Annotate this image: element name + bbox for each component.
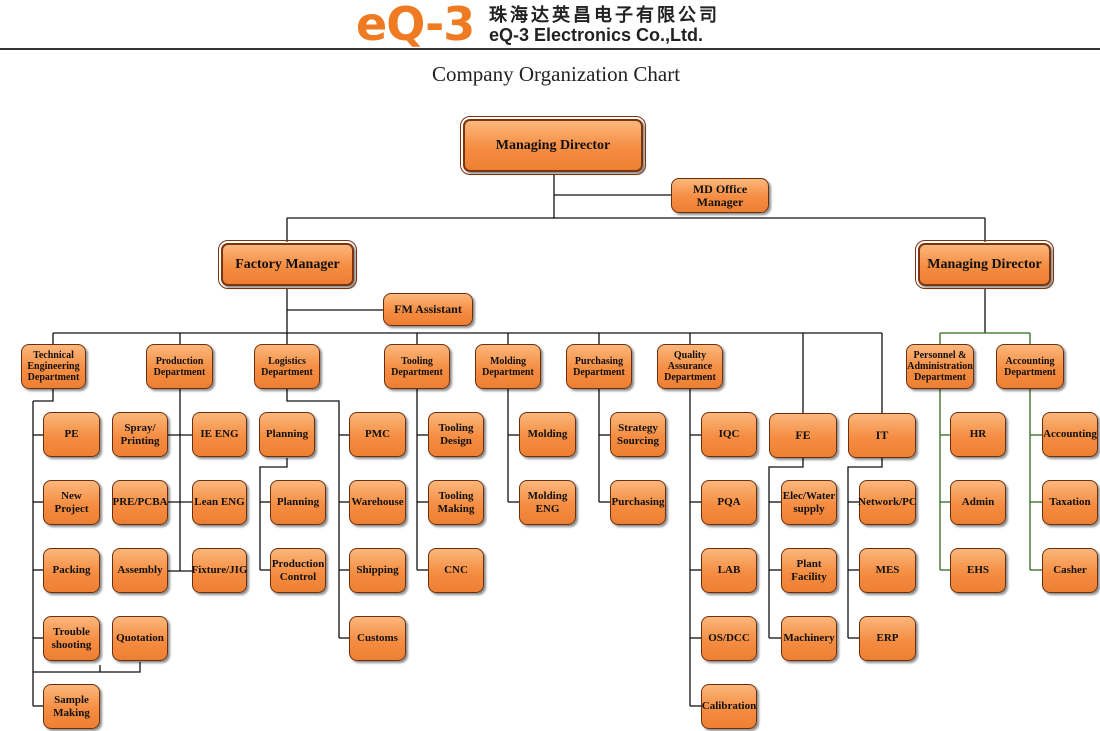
node-pmc: PMC	[349, 412, 406, 457]
node-plant-facility: Plant Facility	[781, 548, 837, 593]
node-pre-pcba: PRE/PCBA	[112, 480, 168, 525]
node-new-project: New Project	[43, 480, 100, 525]
node-molding-department: Molding Department	[475, 344, 541, 389]
node-planning: Planning	[259, 412, 315, 457]
node-pqa: PQA	[701, 480, 757, 525]
node-packing: Packing	[43, 548, 100, 593]
node-molding-eng: Molding ENG	[519, 480, 576, 525]
node-molding: Molding	[519, 412, 576, 457]
node-network-pc: Network/PC	[858, 480, 917, 525]
logo-mark: eQ-3	[356, 0, 475, 51]
node-sample-making: Sample Making	[43, 684, 100, 729]
node-assembly: Assembly	[112, 548, 168, 593]
node-taxation: Taxation	[1042, 480, 1098, 525]
node-lab: LAB	[701, 548, 757, 593]
node-planning-sub: Planning	[270, 480, 326, 525]
node-trouble-shooting: Trouble shooting	[43, 616, 100, 661]
node-lean-eng: Lean ENG	[192, 480, 247, 525]
node-cnc: CNC	[428, 548, 484, 593]
node-logistics-department: Logistics Department	[254, 344, 320, 389]
node-calibration: Calibration	[701, 684, 757, 729]
node-fixture-jig: Fixture/JIG	[192, 548, 248, 593]
node-ehs: EHS	[950, 548, 1006, 593]
node-fe: FE	[769, 413, 837, 458]
header-divider	[0, 48, 1100, 50]
node-managing-director: Managing Director	[460, 116, 646, 175]
node-shipping: Shipping	[349, 548, 406, 593]
node-md-office-manager: MD Office Manager	[671, 178, 769, 213]
node-os-dcc: OS/DCC	[701, 616, 757, 661]
company-logo: eQ-3 珠海达英昌电子有限公司 eQ-3 Electronics Co.,Lt…	[356, 0, 756, 51]
node-it: IT	[848, 413, 916, 458]
node-strategy-sourcing: Strategy Sourcing	[610, 412, 666, 457]
node-production-control: Production Control	[270, 548, 326, 593]
node-spray-printing: Spray/ Printing	[112, 412, 168, 457]
node-ie-eng: IE ENG	[192, 412, 247, 457]
node-machinery: Machinery	[781, 616, 837, 661]
node-iqc: IQC	[701, 412, 757, 457]
node-accounting-department: Accounting Department	[996, 344, 1064, 389]
node-tooling-making: Tooling Making	[428, 480, 484, 525]
node-hr: HR	[950, 412, 1006, 457]
node-personnel-administration-department: Personnel & Administration Department	[906, 344, 974, 389]
node-purchasing: Purchasing	[610, 480, 666, 525]
company-name-chinese: 珠海达英昌电子有限公司	[489, 5, 720, 26]
node-warehouse: Warehouse	[349, 480, 406, 525]
node-fm-assistant: FM Assistant	[383, 293, 473, 326]
node-managing-director-right: Managing Director	[915, 240, 1054, 289]
node-technical-engineering-department: Technical Engineering Department	[21, 344, 86, 389]
node-casher: Casher	[1042, 548, 1098, 593]
node-production-department: Production Department	[146, 344, 213, 389]
node-pe: PE	[43, 412, 100, 457]
node-purchasing-department: Purchasing Department	[566, 344, 632, 389]
node-accounting: Accounting	[1042, 412, 1098, 457]
chart-title: Company Organization Chart	[431, 62, 681, 86]
node-customs: Customs	[349, 616, 406, 661]
company-name-english: eQ-3 Electronics Co.,Ltd.	[489, 25, 704, 45]
node-admin: Admin	[950, 480, 1006, 525]
node-erp: ERP	[859, 616, 916, 661]
node-factory-manager: Factory Manager	[218, 240, 357, 289]
node-elec-water-supply: Elec/Water supply	[781, 480, 837, 525]
node-tooling-department: Tooling Department	[384, 344, 450, 389]
node-quotation: Quotation	[112, 616, 168, 661]
node-mes: MES	[859, 548, 916, 593]
node-tooling-design: Tooling Design	[428, 412, 484, 457]
node-quality-assurance-department: Quality Assurance Department	[657, 344, 723, 389]
